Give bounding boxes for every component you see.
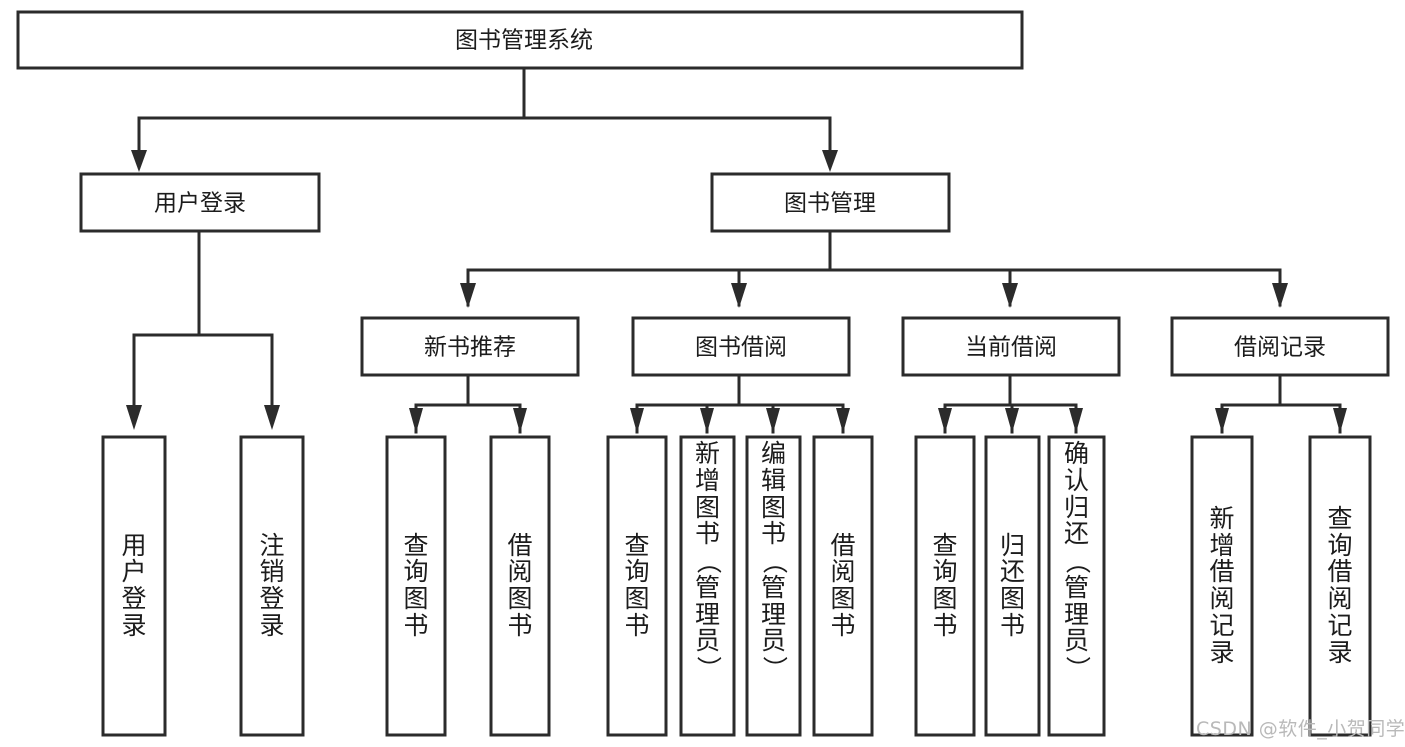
arrowhead-icon: [1333, 408, 1347, 433]
arrowhead-icon: [938, 408, 952, 433]
node-leaf-box[interactable]: [101, 435, 167, 737]
node-user-login-box[interactable]: [79, 172, 321, 233]
node-leaf-box[interactable]: [489, 435, 551, 737]
arrowhead-icon: [766, 408, 780, 433]
node-user-login-label: 用户登录: [154, 191, 246, 217]
node-new-book-recommend-label: 新书推荐: [424, 335, 516, 361]
node-leaf-box[interactable]: [984, 435, 1041, 737]
node-leaf-box[interactable]: [1190, 435, 1254, 737]
node-book-borrow-box[interactable]: [631, 316, 851, 377]
arrowhead-icon: [630, 408, 644, 433]
node-leaf-box[interactable]: [1308, 435, 1372, 737]
node-root-label: 图书管理系统: [455, 28, 593, 54]
arrowhead-icon: [131, 150, 147, 172]
node-new-book-recommend-box[interactable]: [360, 316, 580, 377]
node-current-borrow-box[interactable]: [901, 316, 1121, 377]
watermark-text: CSDN @软件_小贺同学: [1196, 718, 1405, 740]
node-book-management-box[interactable]: [710, 172, 951, 233]
node-borrow-records-box[interactable]: [1170, 316, 1390, 377]
node-leaf-box[interactable]: [239, 435, 305, 737]
node-leaf-box[interactable]: [385, 435, 447, 737]
connector-layer: [132, 66, 1342, 434]
node-leaf-box[interactable]: [812, 435, 874, 737]
node-borrow-records-label: 借阅记录: [1234, 335, 1326, 361]
node-root-box[interactable]: [16, 10, 1024, 70]
arrowhead-icon: [700, 408, 714, 433]
arrowhead-icon: [1069, 408, 1083, 433]
arrowhead-icon: [264, 405, 280, 430]
arrowhead-icon: [460, 283, 476, 308]
arrowhead-icon: [731, 283, 747, 308]
node-leaf-box[interactable]: [1047, 435, 1106, 737]
arrowhead-icon: [513, 408, 527, 433]
node-leaf-box[interactable]: [745, 435, 802, 737]
arrowhead-icon: [1215, 408, 1229, 433]
arrowhead-icon: [409, 408, 423, 433]
arrowhead-icon: [126, 405, 142, 430]
node-leaf-box[interactable]: [606, 435, 668, 737]
node-book-borrow-label: 图书借阅: [695, 335, 787, 361]
arrowhead-icon: [1005, 408, 1019, 433]
arrowhead-layer: [126, 150, 1347, 433]
arrowhead-icon: [1272, 283, 1288, 308]
node-book-management-label: 图书管理: [784, 191, 876, 217]
node-current-borrow-label: 当前借阅: [965, 335, 1057, 361]
arrowhead-icon: [1002, 283, 1018, 308]
node-leaf-box[interactable]: [679, 435, 736, 737]
node-layer: 图书管理系统 用户登录 图书管理 新书推荐 图书借阅 当前借阅 借阅记录: [16, 10, 1390, 737]
arrowhead-icon: [822, 150, 838, 172]
node-leaf-box[interactable]: [914, 435, 976, 737]
arrowhead-icon: [836, 408, 850, 433]
